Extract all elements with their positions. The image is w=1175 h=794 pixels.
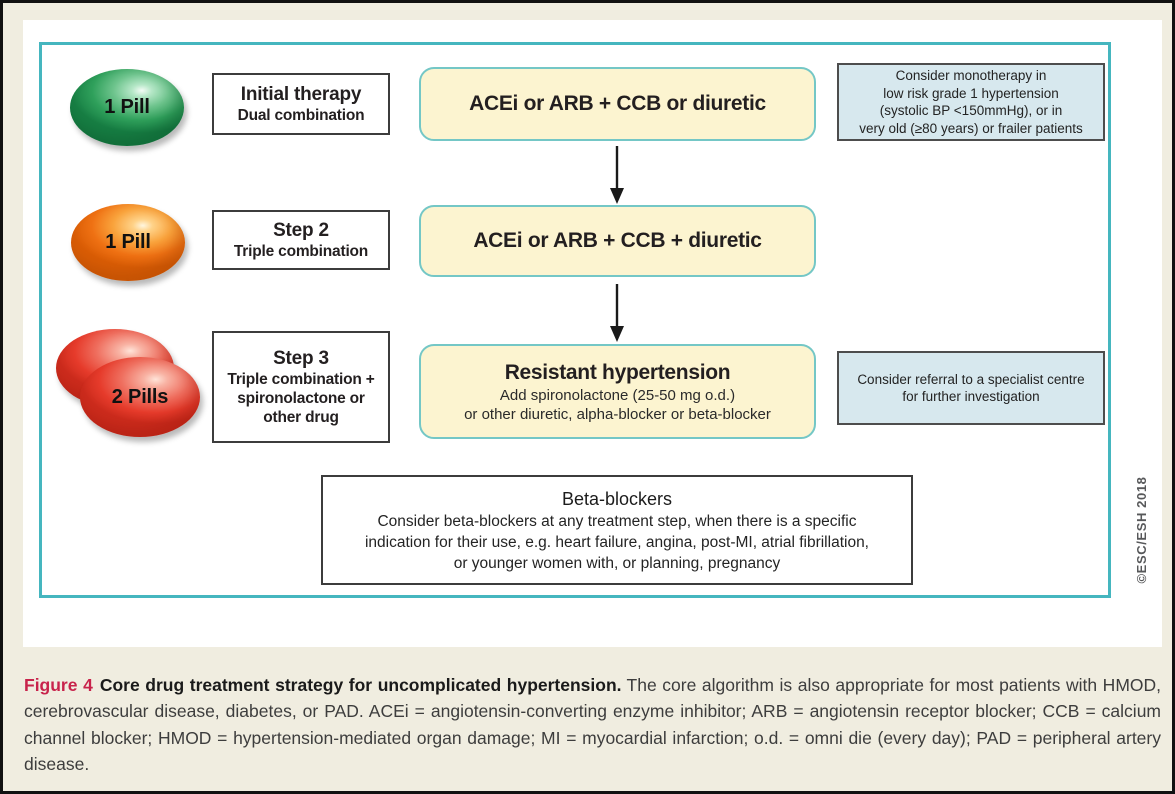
caption-title: Core drug treatment strategy for uncompl… bbox=[99, 674, 622, 695]
therapy-subtitle: Add spironolactone (25-50 mg o.d.) or ot… bbox=[464, 386, 771, 423]
step-subtitle: Triple combination bbox=[233, 243, 369, 260]
step-box-initial-therapy: Initial therapy Dual combination bbox=[212, 73, 390, 135]
pill-count-label: 2 Pills bbox=[111, 385, 169, 408]
beta-blockers-body: Consider beta-blockers at any treatment … bbox=[364, 512, 869, 572]
copyright-text: ©ESC/ESH 2018 bbox=[1134, 476, 1149, 584]
figure-panel: 1 Pill Initial therapy Dual combination … bbox=[23, 20, 1162, 647]
therapy-box-triple-combination: ACEi or ARB + CCB + diuretic bbox=[419, 205, 816, 277]
step-title: Step 2 bbox=[273, 220, 329, 241]
orange-pill-icon: 1 Pill bbox=[71, 204, 185, 281]
note-text: Consider monotherapy in low risk grade 1… bbox=[859, 68, 1083, 136]
therapy-box-resistant-hypertension: Resistant hypertension Add spironolacton… bbox=[419, 344, 816, 439]
green-pill-icon: 1 Pill bbox=[70, 69, 184, 146]
figure-caption: Figure 4 Core drug treatment strategy for… bbox=[24, 672, 1161, 778]
step-title: Step 3 bbox=[273, 348, 329, 369]
beta-blockers-box: Beta-blockers Consider beta-blockers at … bbox=[321, 475, 913, 585]
pill-count-label: 1 Pill bbox=[105, 231, 151, 253]
note-box-specialist-referral: Consider referral to a specialist centre… bbox=[837, 351, 1105, 425]
beta-blockers-title: Beta-blockers bbox=[561, 488, 673, 509]
note-text: Consider referral to a specialist centre… bbox=[857, 371, 1085, 405]
step-subtitle: Dual combination bbox=[237, 107, 365, 124]
step-box-step-3: Step 3 Triple combination + spironolacto… bbox=[212, 331, 390, 443]
treatment-algorithm-diagram: 1 Pill Initial therapy Dual combination … bbox=[39, 42, 1111, 598]
step-box-step-2: Step 2 Triple combination bbox=[212, 210, 390, 270]
therapy-title: ACEi or ARB + CCB or diuretic bbox=[469, 92, 766, 115]
therapy-box-dual-combination: ACEi or ARB + CCB or diuretic bbox=[419, 67, 816, 141]
therapy-title: Resistant hypertension bbox=[504, 360, 731, 384]
red-pill-front-icon: 2 Pills bbox=[80, 357, 200, 437]
figure-number-label: Figure 4 bbox=[24, 674, 93, 695]
caption-body: The core algorithm is also appropriate f… bbox=[24, 674, 1162, 775]
therapy-title: ACEi or ARB + CCB + diuretic bbox=[473, 229, 762, 252]
arrow-down-icon bbox=[610, 284, 624, 342]
arrow-down-icon bbox=[610, 146, 624, 204]
pill-count-label: 1 Pill bbox=[104, 96, 150, 118]
step-title: Initial therapy bbox=[240, 84, 362, 105]
note-box-monotherapy: Consider monotherapy in low risk grade 1… bbox=[837, 63, 1105, 141]
step-subtitle: Triple combination + spironolactone or o… bbox=[227, 371, 375, 426]
